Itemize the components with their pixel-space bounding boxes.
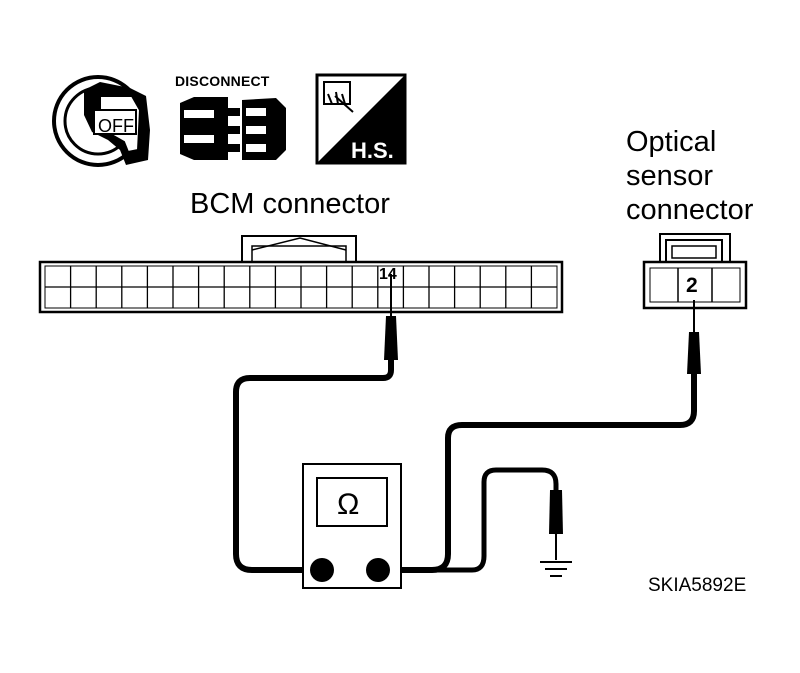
optical-sensor-connector-title: Optical sensor connector [626, 125, 753, 227]
test-leads [233, 355, 697, 573]
optical-title-line-3: connector [626, 194, 754, 226]
probe-pin-2 [687, 300, 701, 374]
disconnect-label: DISCONNECT [175, 73, 270, 89]
ground-icon [540, 561, 572, 577]
meter-terminal-left [310, 558, 334, 582]
bcm-connector-title: BCM connector [190, 188, 390, 220]
optical-title-line-2: sensor [626, 160, 714, 192]
ohm-symbol: Ω [337, 488, 359, 521]
disconnect-connector-icon [180, 97, 286, 160]
bcm-connector [38, 235, 564, 314]
hs-label: H.S. [351, 138, 394, 163]
ignition-key-off-icon: OFF [52, 75, 150, 167]
off-label: OFF [98, 116, 134, 136]
harness-side-icon: H.S. [315, 73, 407, 165]
ohmmeter: Ω [302, 463, 402, 589]
meter-terminal-right [366, 558, 390, 582]
probe-pin-14 [384, 274, 398, 360]
ground-probe [549, 490, 563, 560]
pin-2-label: 2 [686, 274, 698, 297]
optical-title-line-1: Optical [626, 126, 717, 158]
pin-14-label: 14 [379, 266, 397, 283]
bcm-cavity-grid [45, 266, 557, 308]
reference-code: SKIA5892E [648, 575, 747, 596]
